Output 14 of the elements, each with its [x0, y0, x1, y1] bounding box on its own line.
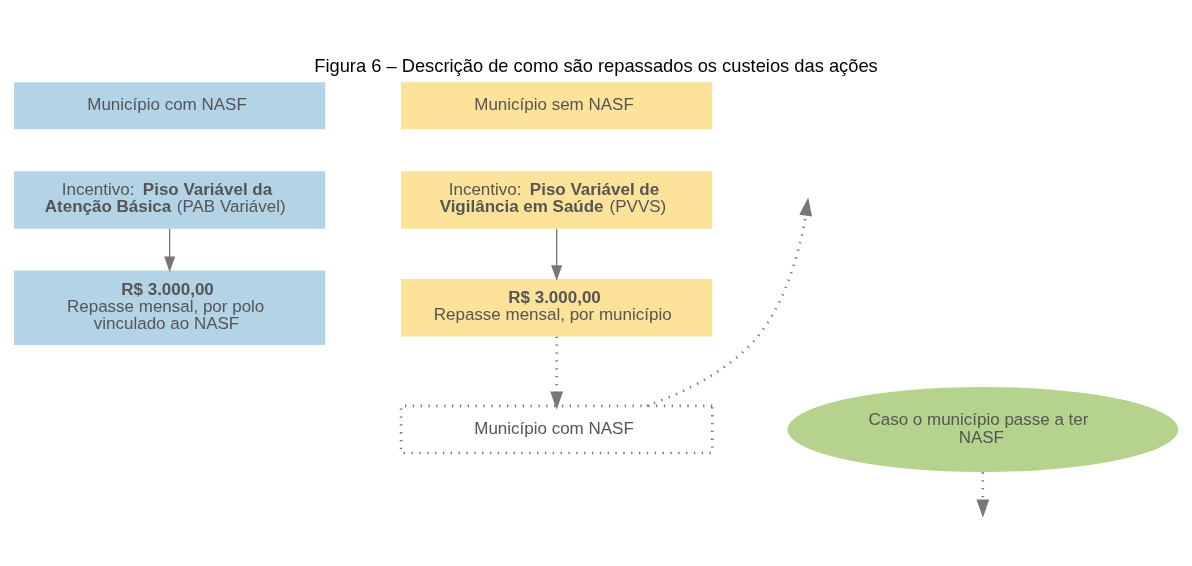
node-box: Município sem NASF — [401, 81, 713, 129]
node-box: Incentivo: Piso Variável da Atenção Básica (PAB Variável) — [14, 170, 326, 229]
arrow — [551, 227, 563, 281]
diagram-title: Figura 6 – Descrição de como são repassados os custeios das ações — [314, 54, 878, 76]
node-box: Município com NASF — [399, 404, 714, 454]
node-box: R$ 3.000,00 Repasse mensal, por município — [401, 278, 713, 337]
arrow — [646, 196, 813, 407]
node-box: R$ 3.000,00 Repasse mensal, por polo vinculado ao NASF — [14, 270, 326, 345]
arrow — [164, 227, 176, 272]
arrow — [976, 471, 990, 518]
node-box: Município com NASF — [14, 81, 326, 129]
arrow — [550, 336, 564, 410]
node-box: Incentivo: Piso Variável de Vigilância em Saúde (PVVS) — [401, 170, 713, 229]
node-ellipse: Caso o município passe a ter NASF — [787, 386, 1179, 472]
